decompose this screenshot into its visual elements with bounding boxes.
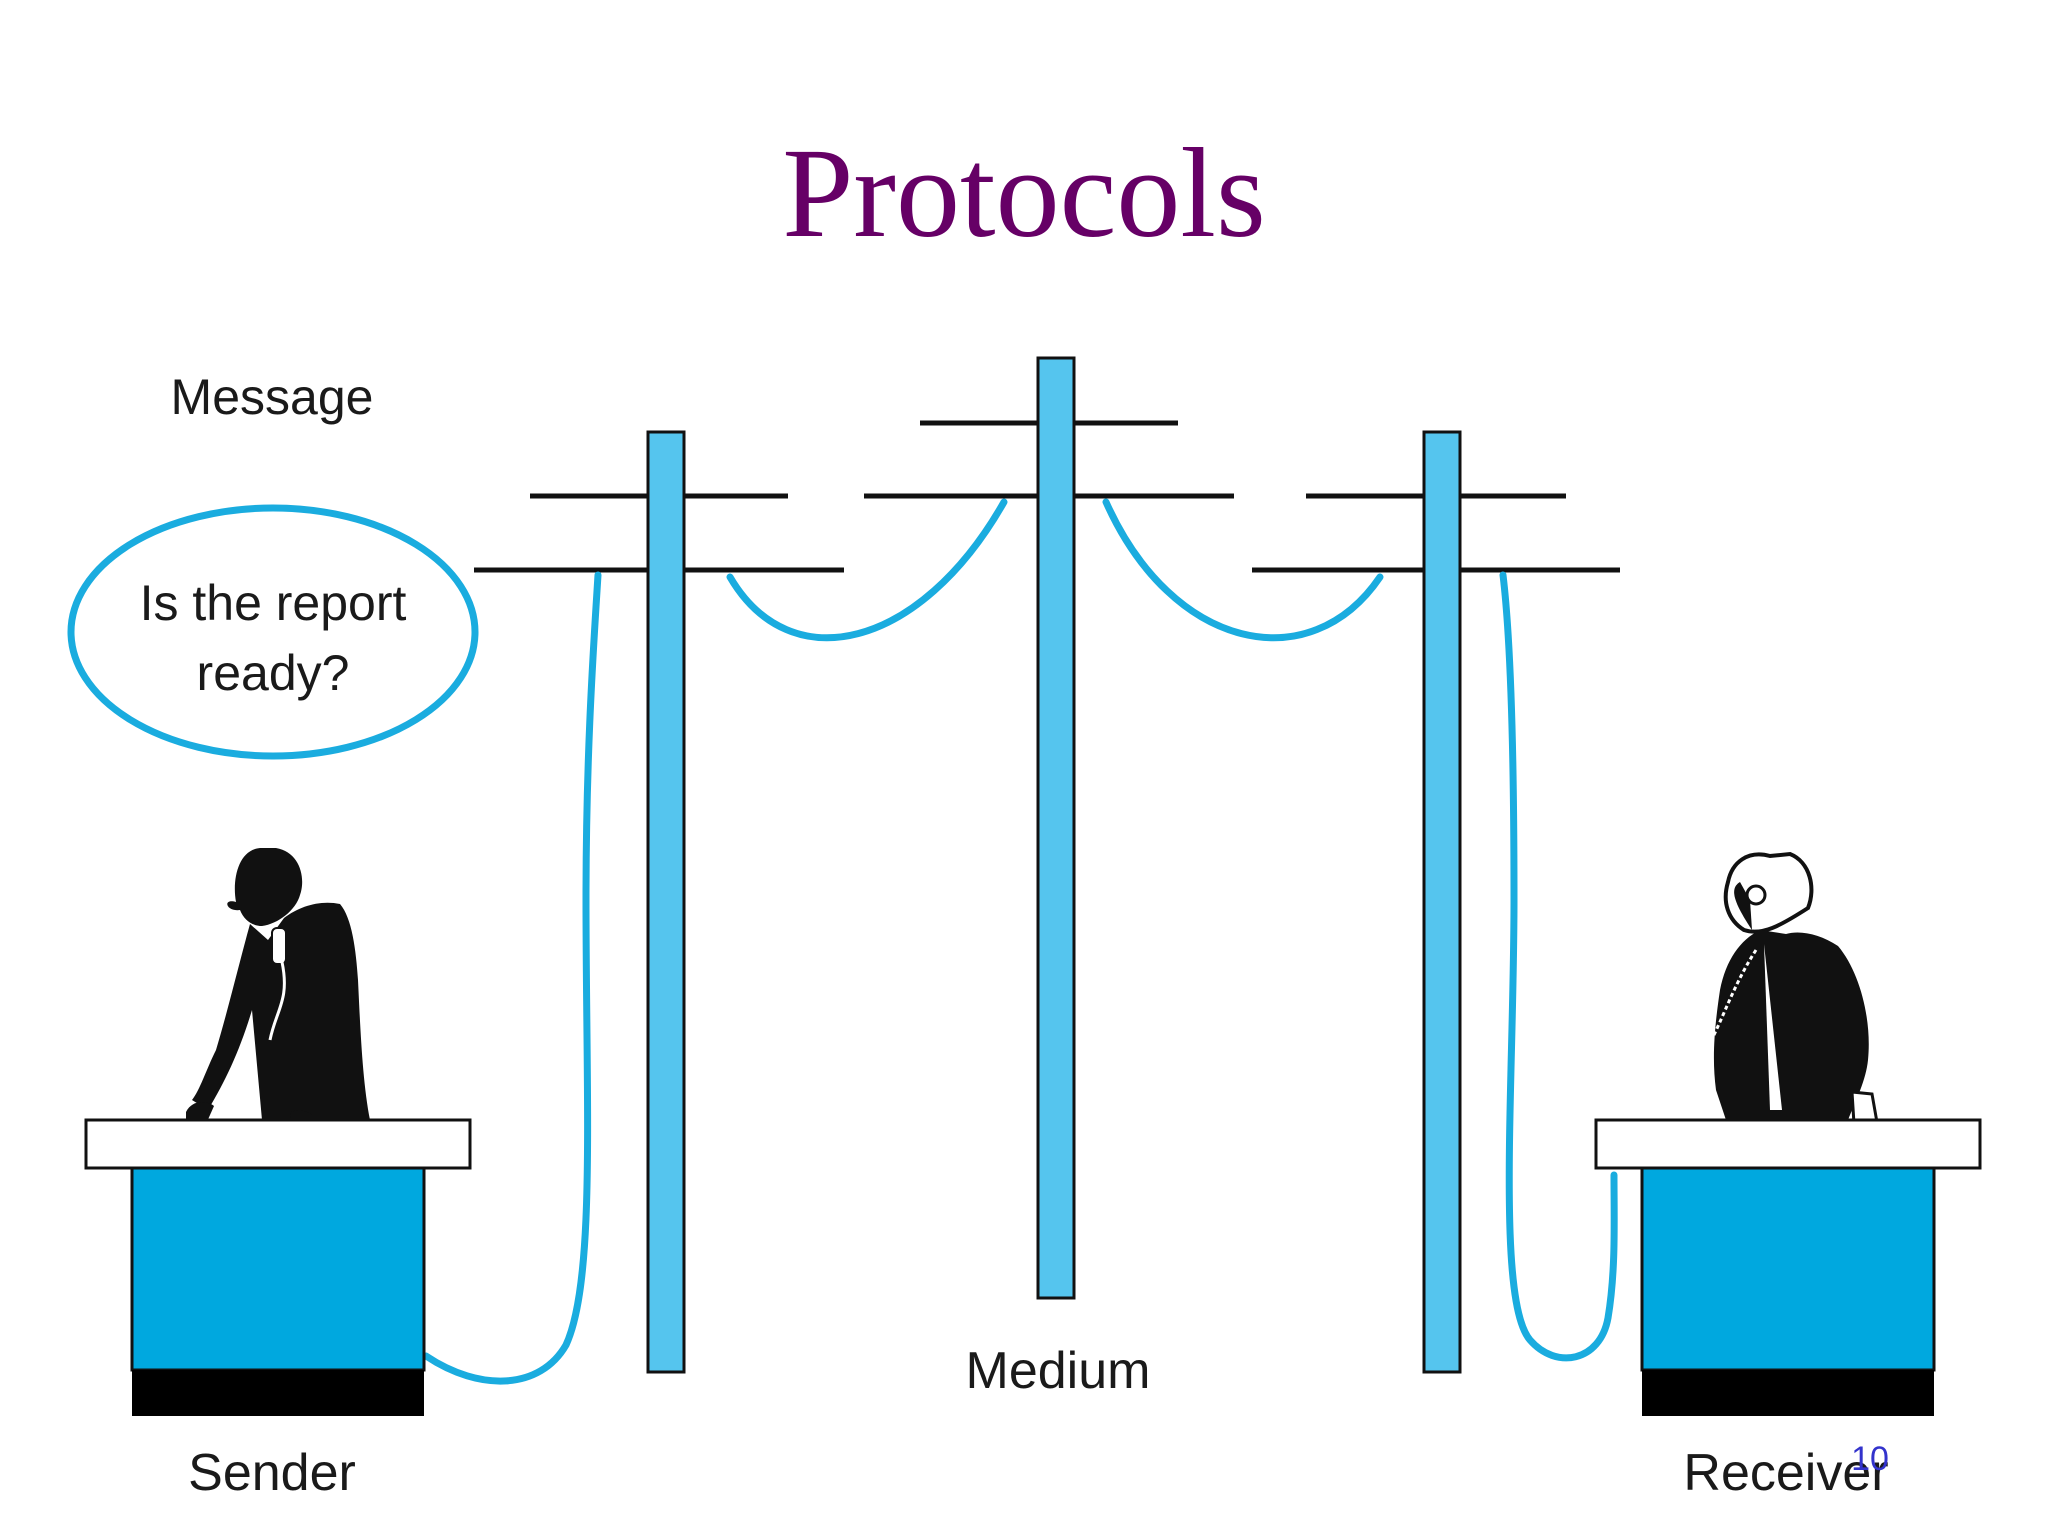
right-pole (1422, 430, 1462, 1374)
sender-desk (84, 1118, 472, 1416)
medium-label: Medium (966, 1342, 1151, 1400)
receiver-desk-base (1642, 1370, 1934, 1416)
slide-title: Protocols (782, 122, 1266, 264)
receiver-desk (1594, 1118, 1982, 1416)
receiver-body (1713, 930, 1869, 1120)
sender-desk-body (130, 1166, 426, 1372)
left-pole (646, 430, 686, 1374)
middle-pole (1036, 356, 1076, 1300)
receiver-label: Receiver (1683, 1444, 1888, 1502)
speech-bubble-line-1: Is the report (140, 575, 407, 631)
sender-wire (422, 571, 602, 1385)
wire-sag-left (726, 498, 1008, 642)
message-label: Message (171, 369, 374, 425)
sender-person-icon (186, 848, 370, 1126)
wire-sag-right (1102, 498, 1384, 642)
receiver-wire (1499, 571, 1618, 1362)
receiver-handset-icon (1734, 882, 1752, 930)
sender-desk-base (132, 1370, 424, 1416)
speech-bubble-line-2: ready? (197, 645, 350, 701)
sender-body (192, 902, 370, 1120)
sender-phone-cord (268, 961, 286, 1041)
receiver-tie (1764, 944, 1782, 1110)
telephone-wires (422, 498, 1618, 1385)
receiver-desk-top (1594, 1118, 1982, 1170)
sender-desk-top (84, 1118, 472, 1170)
speech-bubble: Is the report ready? (67, 504, 479, 760)
speech-bubble-outline (67, 504, 479, 760)
receiver-desk-body (1640, 1166, 1936, 1372)
sender-head (227, 848, 303, 926)
receiver-phone-cord (1686, 949, 1758, 1119)
receiver-person-icon (1640, 851, 1880, 1158)
sender-handset-icon (271, 927, 287, 965)
sender-label: Sender (188, 1444, 356, 1502)
page-number: 10 (1851, 1440, 1889, 1478)
